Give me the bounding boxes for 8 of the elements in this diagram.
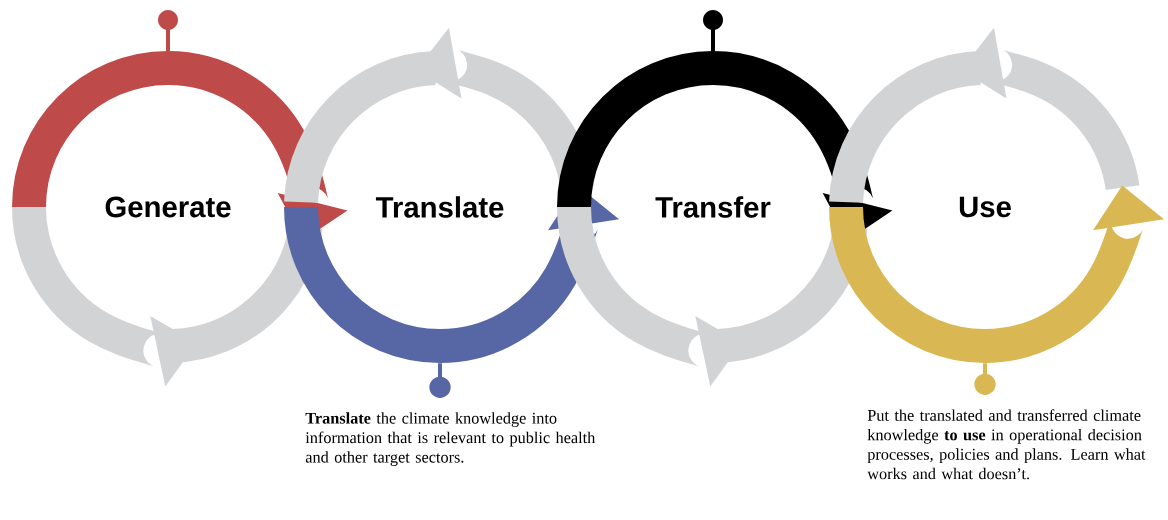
- description-text: Put the translated and transferred climate knowledge to use in operational decision processes, policies and plans. Learn what works and what doesn’t.: [867, 409, 1146, 480]
- leader-line: [429, 363, 451, 398]
- node-label: Transfer: [655, 196, 771, 218]
- leader-line: [974, 363, 996, 395]
- node-label: Generate: [105, 196, 231, 218]
- description-text: Translate the climate knowledge into information that is relevant to public health and other target sectors.: [305, 412, 596, 466]
- node-label: Translate: [375, 196, 504, 218]
- node-label: Use: [959, 196, 1011, 218]
